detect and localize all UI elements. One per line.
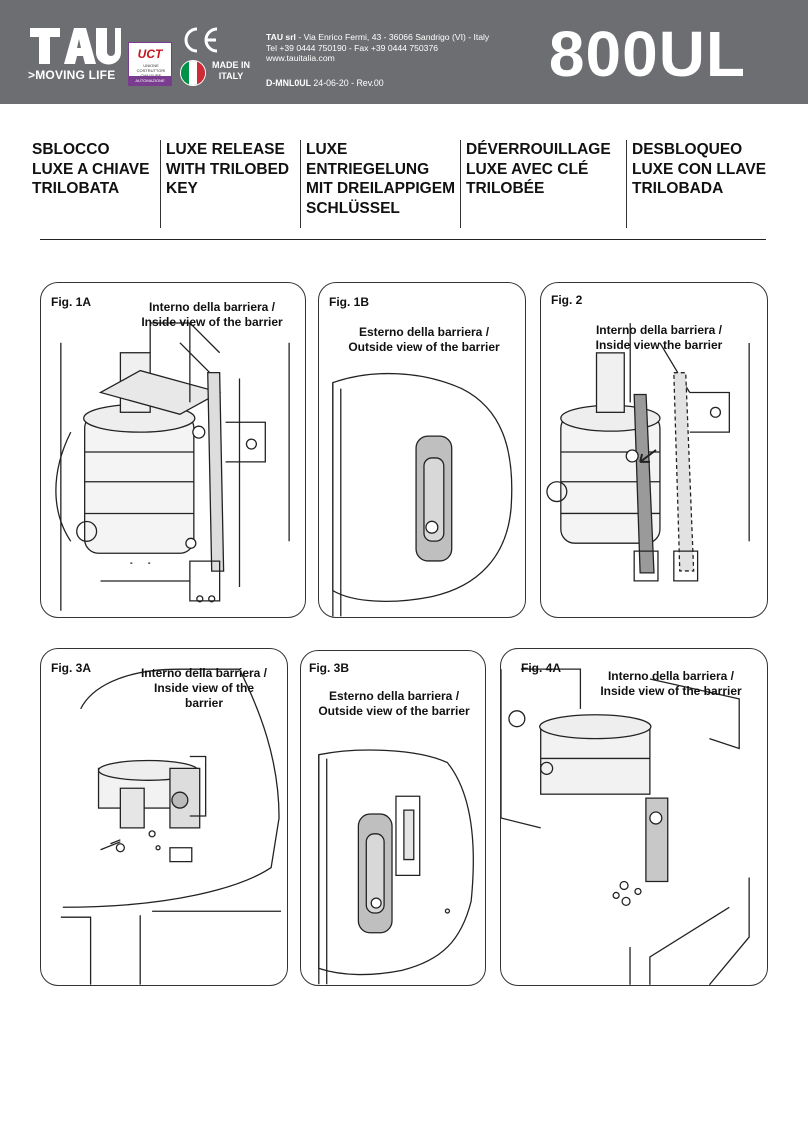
title-line: ENTRIEGELUNG xyxy=(306,160,430,178)
title-line: LUXE A CHIAVE xyxy=(32,160,150,178)
caption-line: Esterno della barriera / xyxy=(358,325,490,339)
uct-bar: AUTOMAZIONE xyxy=(129,76,171,85)
title-line: TRILOBATA xyxy=(32,180,120,197)
title-english: LUXE RELEASE WITH TRILOBED KEY xyxy=(160,140,296,228)
figure-1b-label: Fig. 1B xyxy=(329,295,370,309)
tau-logo-icon xyxy=(30,28,121,65)
company-name: TAU srl xyxy=(266,32,296,42)
uct-badge: UCT UNIONE COSTRUTTORI CHIUSURE TECNICHE… xyxy=(128,42,172,86)
figure-3a-panel: Fig. 3A Interno della barriera / Inside … xyxy=(40,648,288,986)
caption-line: Esterno della barriera / xyxy=(328,689,460,703)
title-french: DÉVERROUILLAGE LUXE AVEC CLÉ TRILOBÉE xyxy=(460,140,622,228)
title-line: SCHLÜSSEL xyxy=(306,199,400,217)
lock-plate-drawing xyxy=(501,668,750,985)
title-italian: SBLOCCO LUXE A CHIAVE TRILOBATA xyxy=(32,140,158,228)
figure-3b-label: Fig. 3B xyxy=(309,661,350,675)
caption-line: Outside view of the barrier xyxy=(348,340,500,354)
figure-4a-label: Fig. 4A xyxy=(521,661,562,675)
figure-1a-label: Fig. 1A xyxy=(51,295,92,309)
caption-line: Outside view of the barrier xyxy=(318,704,470,718)
figure-3a-label: Fig. 3A xyxy=(51,661,92,675)
figure-2-label: Fig. 2 xyxy=(551,293,583,307)
figure-3a-caption: Interno della barriera / Inside view of … xyxy=(125,666,283,711)
title-line: LUXE xyxy=(306,141,348,158)
lock-outside-drawing xyxy=(318,749,474,985)
model-number: 800UL xyxy=(548,18,746,90)
figure-3b-caption: Esterno della barriera / Outside view of… xyxy=(305,689,483,719)
title-line: WITH TRILOBED xyxy=(166,160,290,178)
caption-line: Inside view the barrier xyxy=(595,338,723,352)
company-website[interactable]: www.tauitalia.com xyxy=(266,53,335,63)
figure-1b-panel: Fig. 1B Esterno della barriera / Outside… xyxy=(318,282,526,618)
barrier-inside-drawing xyxy=(55,322,290,611)
lock-inside-drawing xyxy=(60,668,282,985)
title-line: TRILOBÉE xyxy=(466,180,545,197)
made-in-italy: MADE IN ITALY xyxy=(212,60,250,82)
title-line: SBLOCCO xyxy=(32,141,110,158)
title-divider xyxy=(40,239,766,240)
title-line: LUXE AVEC CLÉ xyxy=(466,160,589,178)
title-spanish: DESBLOQUEO LUXE CON LLAVE TRILOBADA xyxy=(626,140,772,228)
figure-4a-caption: Interno della barriera / Inside view of … xyxy=(581,669,761,699)
page-header: >MOVING LIFE UCT UNIONE COSTRUTTORI CHIU… xyxy=(0,0,808,104)
title-line: LUXE CON LLAVE xyxy=(632,160,767,178)
figure-1b-caption: Esterno della barriera / Outside view of… xyxy=(327,325,521,355)
caption-line: Interno della barriera / xyxy=(140,666,268,680)
document-id: D-MNL0UL xyxy=(266,78,311,88)
figure-1a-panel: Fig. 1A Interno della barriera / Inside … xyxy=(40,282,306,618)
figure-2-caption: Interno della barriera / Inside view the… xyxy=(555,323,763,353)
title-line: KEY xyxy=(166,180,198,197)
caption-line: Inside view of the barrier xyxy=(600,684,742,698)
company-contact: TAU srl - Via Enrico Fermi, 43 - 36066 S… xyxy=(266,32,489,64)
multilingual-titles: SBLOCCO LUXE A CHIAVE TRILOBATA LUXE REL… xyxy=(32,140,772,230)
release-lever-drawing xyxy=(546,323,750,582)
ce-mark-icon xyxy=(184,27,218,53)
caption-line: Interno della barriera / xyxy=(595,323,723,337)
logo-tagline: >MOVING LIFE xyxy=(28,68,116,82)
figure-3b-panel: Fig. 3B Esterno della barriera / Outside… xyxy=(300,650,486,986)
made-in-line: MADE IN xyxy=(212,60,250,70)
figure-1a-caption: Interno della barriera / Inside view of … xyxy=(123,300,301,330)
title-line: TRILOBADA xyxy=(632,180,724,197)
title-line: MIT DREILAPPIGEM xyxy=(306,180,455,197)
title-line: LUXE RELEASE xyxy=(166,141,285,158)
made-in-country: ITALY xyxy=(218,71,244,81)
uct-mark: UCT xyxy=(137,47,163,61)
caption-line: Interno della barriera / xyxy=(607,669,735,683)
italy-flag-icon xyxy=(180,60,206,86)
document-code: D-MNL0UL 24-06-20 - Rev.00 xyxy=(266,78,384,88)
caption-line: Interno della barriera / xyxy=(148,300,276,314)
caption-line: Inside view of the xyxy=(153,681,255,695)
figure-4a-panel: Fig. 4A Interno della barriera / Inside … xyxy=(500,648,768,986)
company-address: - Via Enrico Fermi, 43 - 36066 Sandrigo … xyxy=(295,32,490,42)
title-line: DESBLOQUEO xyxy=(632,141,743,158)
document-revision: 24-06-20 - Rev.00 xyxy=(310,78,384,88)
title-german: LUXE ENTRIEGELUNG MIT DREILAPPIGEM SCHLÜ… xyxy=(300,140,460,228)
caption-line: barrier xyxy=(184,696,224,710)
barrier-outside-drawing xyxy=(332,372,513,617)
caption-line: Inside view of the barrier xyxy=(141,315,283,329)
title-line: DÉVERROUILLAGE xyxy=(466,141,611,158)
figure-2-panel: Fig. 2 Interno della barriera / Inside v… xyxy=(540,282,768,618)
company-address-line: TAU srl - Via Enrico Fermi, 43 - 36066 S… xyxy=(266,32,489,43)
company-phone: Tel +39 0444 750190 - Fax +39 0444 75037… xyxy=(266,42,439,53)
